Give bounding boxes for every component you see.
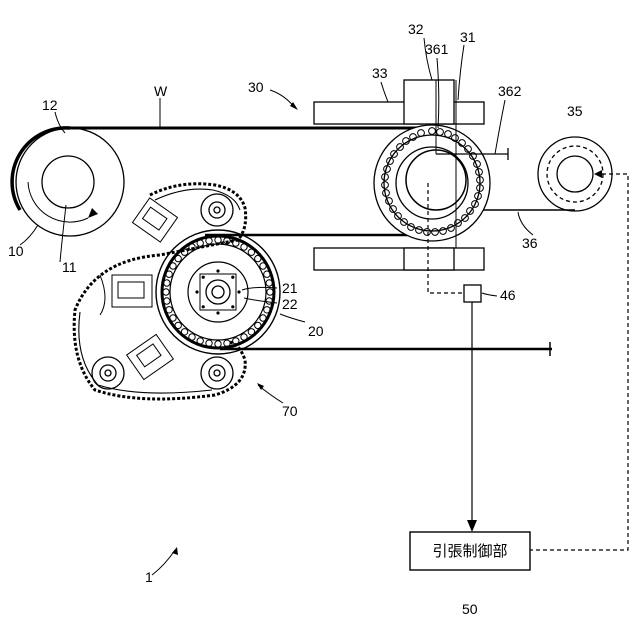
drum-bead xyxy=(241,244,247,250)
drum-bead xyxy=(175,322,181,328)
frame-lower xyxy=(314,248,484,270)
drum-bead xyxy=(197,338,203,344)
label-50: 50 xyxy=(462,601,478,617)
leader-arrowheads xyxy=(172,102,298,555)
drum-bead xyxy=(163,289,169,295)
drum-bead xyxy=(255,322,261,328)
label-46: 46 xyxy=(500,287,516,303)
drum-20 xyxy=(156,230,280,354)
drum-bead xyxy=(264,271,270,277)
frame-33-upper xyxy=(314,102,484,124)
bracket-32-upper xyxy=(404,80,454,124)
arrow-head xyxy=(467,520,477,532)
drum-bead xyxy=(164,298,170,304)
label-32: 32 xyxy=(408,21,424,37)
label-12: 12 xyxy=(42,97,58,113)
drum-hole xyxy=(216,269,219,272)
web-path xyxy=(70,128,575,356)
label-36: 36 xyxy=(522,235,538,251)
label-31: 31 xyxy=(460,29,476,45)
drum-bead xyxy=(264,307,270,313)
bracket-lower xyxy=(404,248,454,270)
drum-bead xyxy=(206,238,212,244)
label-35: 35 xyxy=(567,103,583,119)
drum-holes-21 xyxy=(195,269,240,314)
drum-bead xyxy=(170,263,176,269)
drum-bead xyxy=(181,329,187,335)
drum-hole xyxy=(216,311,219,314)
roll-35 xyxy=(538,137,612,211)
drum-hole xyxy=(195,290,198,293)
supply-roll xyxy=(12,128,124,236)
label-362: 362 xyxy=(498,83,522,99)
drum-bead xyxy=(215,341,221,347)
drum-bead xyxy=(266,280,272,286)
roller-unit-30 xyxy=(314,80,490,270)
tension-controller-label: 引張制御部 xyxy=(432,542,507,560)
drum-bead xyxy=(164,280,170,286)
label-30: 30 xyxy=(248,79,264,95)
drum-bead xyxy=(266,298,272,304)
drum-bead xyxy=(248,329,254,335)
drum-bead xyxy=(166,271,172,277)
drum-bead xyxy=(260,263,266,269)
drum-hole xyxy=(202,276,205,279)
label-W: W xyxy=(154,83,168,99)
chain-edge xyxy=(100,275,105,315)
label-22: 22 xyxy=(282,296,298,312)
drum-bead xyxy=(233,338,239,344)
label-1: 1 xyxy=(145,569,153,585)
drum-bead xyxy=(260,315,266,321)
drum-bead xyxy=(215,237,221,243)
drum-hole xyxy=(237,290,240,293)
label-11: 11 xyxy=(62,259,77,275)
drum-bead xyxy=(166,307,172,313)
label-70: 70 xyxy=(282,403,298,419)
drum-bead xyxy=(241,334,247,340)
drum-bead xyxy=(224,340,230,346)
drum-bead xyxy=(170,315,176,321)
drum-bead xyxy=(248,249,254,255)
drum-hole xyxy=(231,305,234,308)
label-10: 10 xyxy=(8,243,24,259)
drum-hole xyxy=(231,276,234,279)
drum-bead xyxy=(267,289,273,295)
tension-sensor-46 xyxy=(464,285,481,302)
label-33: 33 xyxy=(372,65,388,81)
drum-bead xyxy=(175,255,181,261)
label-20: 20 xyxy=(308,323,324,339)
label-361: 361 xyxy=(425,41,449,57)
drum-bead xyxy=(189,334,195,340)
label-21: 21 xyxy=(282,280,298,296)
drum-bead xyxy=(255,255,261,261)
drum-hole xyxy=(202,305,205,308)
drum-bead xyxy=(206,340,212,346)
